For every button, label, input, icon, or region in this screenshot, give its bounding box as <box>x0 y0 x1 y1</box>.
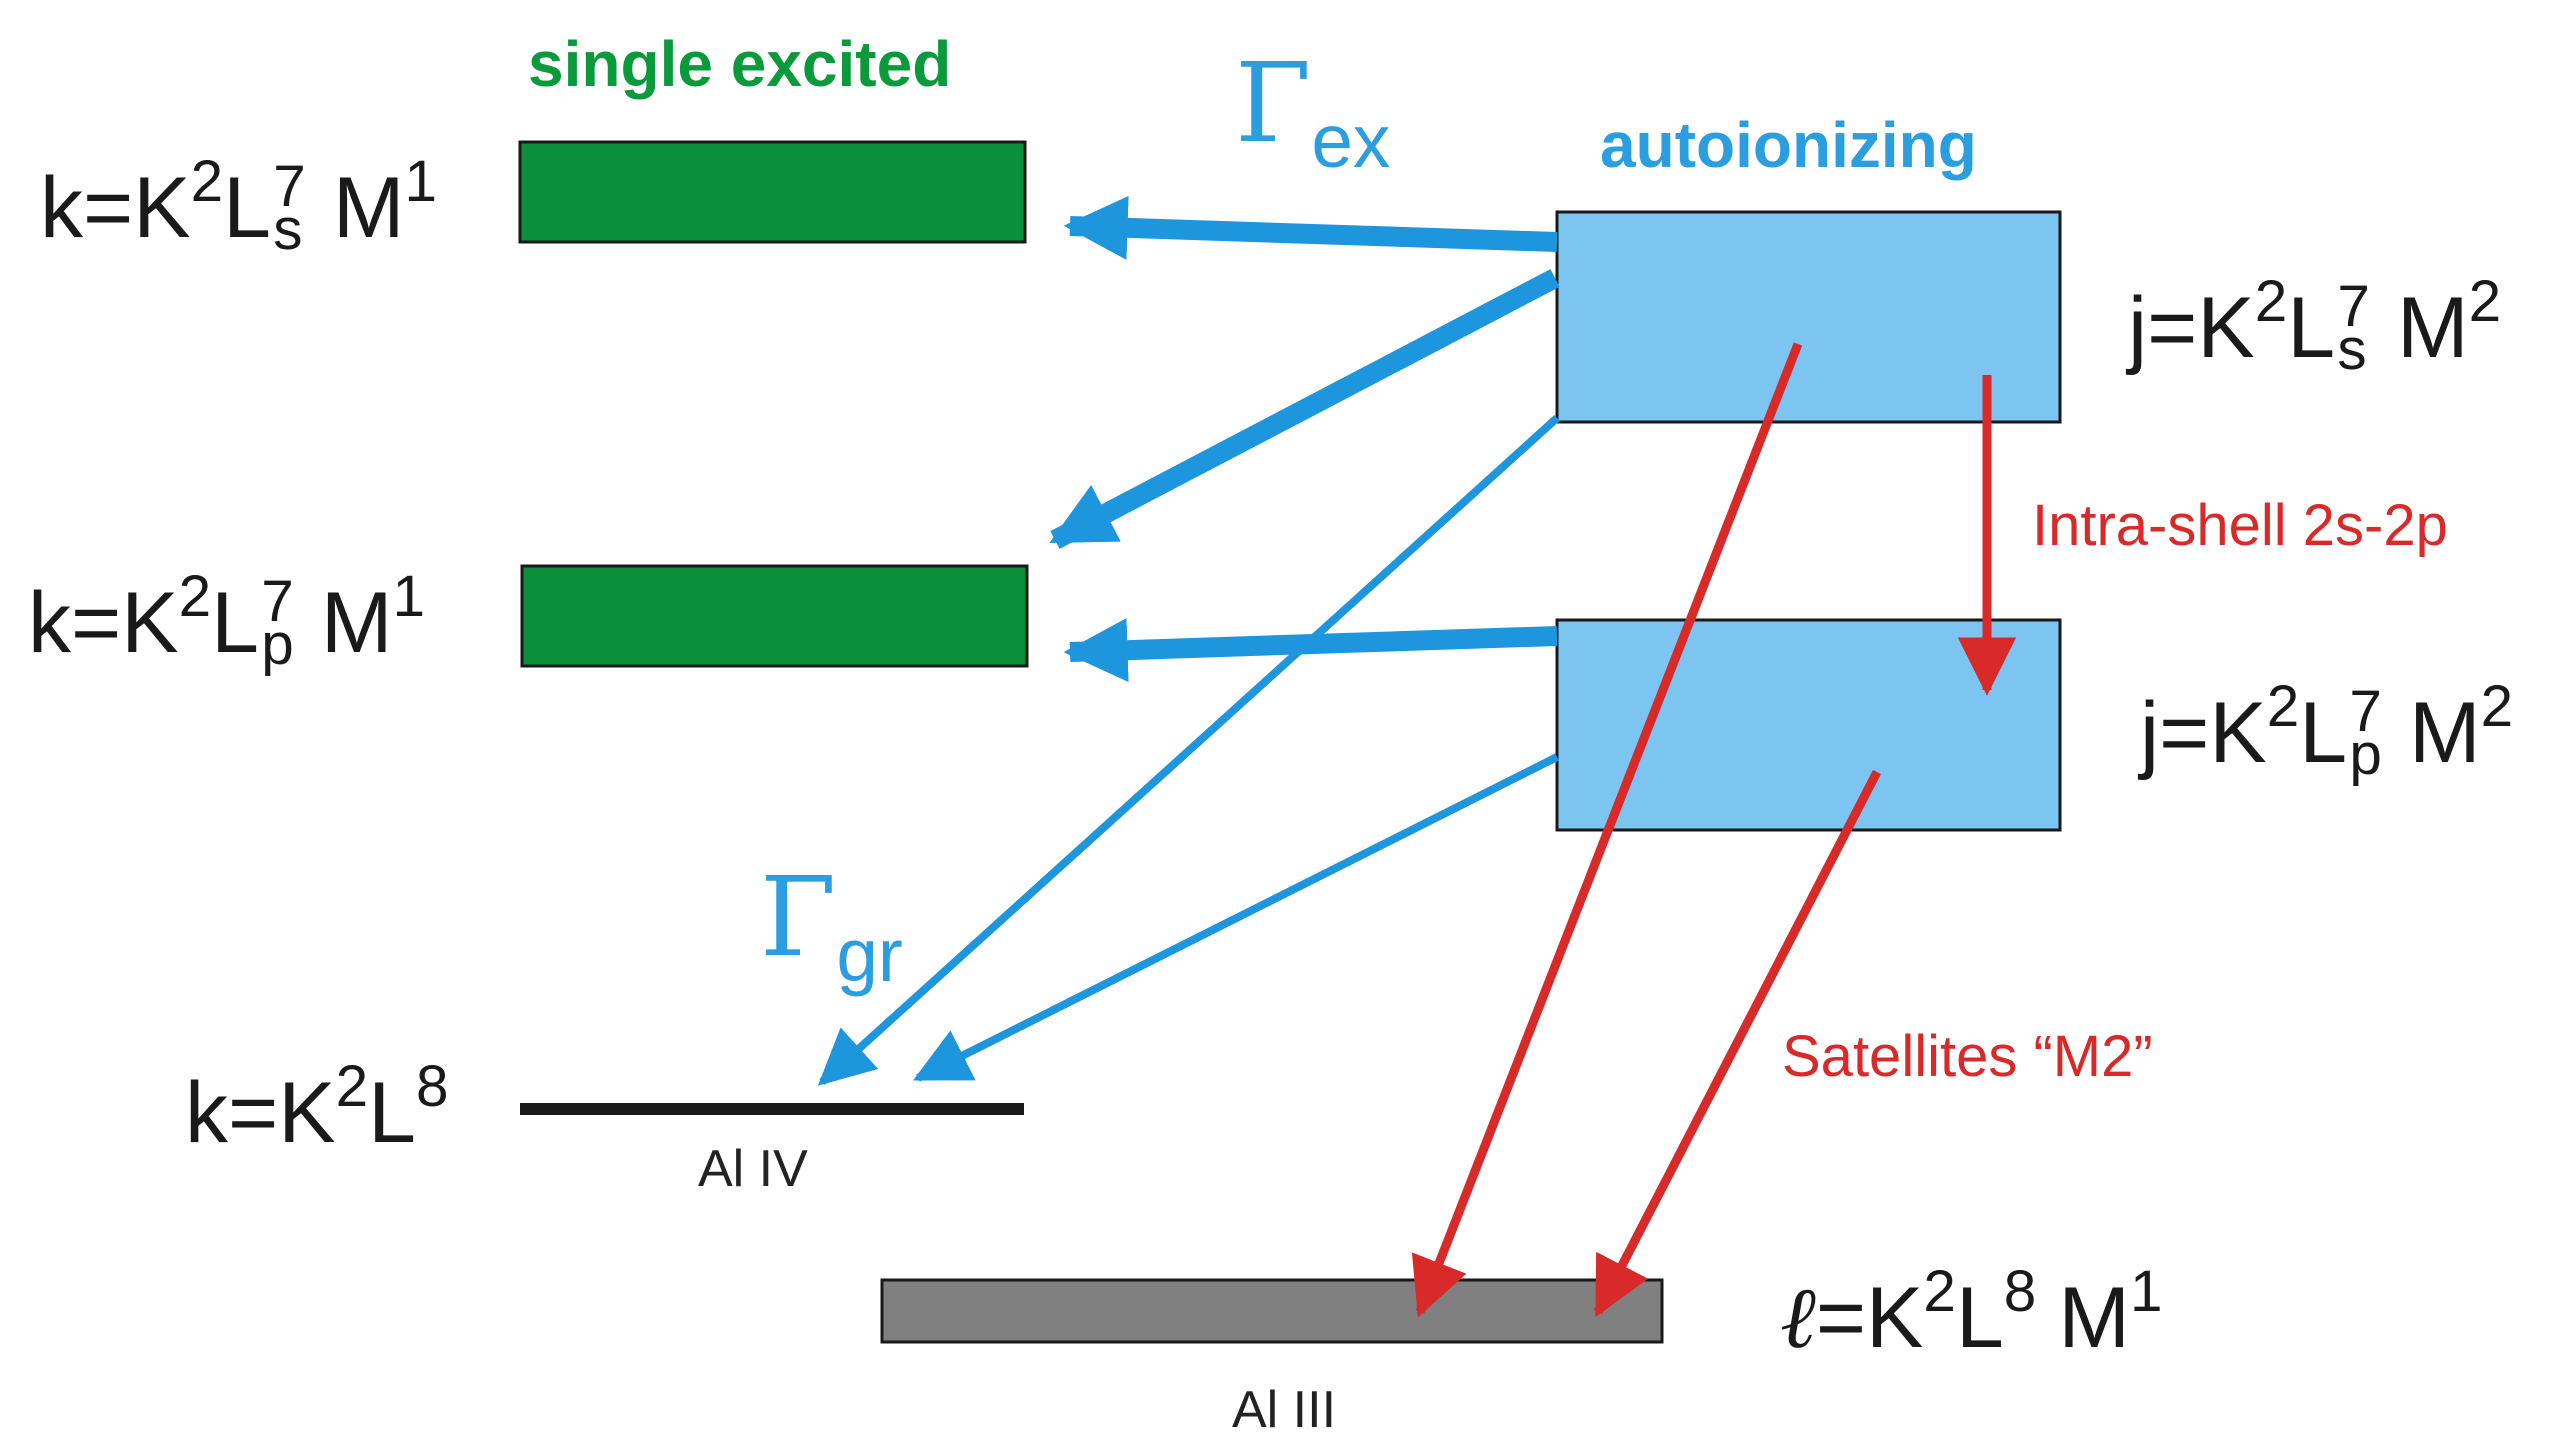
satellite-arrow-from-js <box>1411 342 1803 1318</box>
decay-arrow-js-to-ground <box>817 415 1560 1086</box>
gamma-ex-subscript: ex <box>1311 99 1391 184</box>
gamma-ex-symbol: Γ <box>1235 39 1312 167</box>
single-excited-s-level <box>518 140 1027 244</box>
satellite-arrow-from-jp <box>1594 769 1881 1318</box>
decay-arrow-js-to-kp <box>1049 269 1560 549</box>
level-label-k-ground: k=K2L8 <box>185 1053 449 1161</box>
gamma-gr-subscript: gr <box>836 913 903 998</box>
gamma-gr-label: Γgr <box>760 862 903 993</box>
gamma-ex-label: Γex <box>1235 48 1390 179</box>
single-excited-title: single excited <box>528 28 952 100</box>
ion-label-al-iv: Al IV <box>698 1140 808 1198</box>
intra-shell-label: Intra-shell 2s-2p <box>2032 493 2448 558</box>
decay-arrow-jp-to-kp <box>1063 618 1558 683</box>
decay-arrow-jp-to-ground <box>912 753 1559 1082</box>
ion-label-al-iii: Al III <box>1232 1381 1337 1439</box>
decay-arrow-js-to-ks <box>1063 195 1558 260</box>
satellites-label: Satellites “M2” <box>1782 1024 2153 1089</box>
gamma-gr-symbol: Γ <box>760 853 837 981</box>
next-ion-level <box>880 1278 1664 1344</box>
autoionizing-title: autoionizing <box>1600 109 1977 181</box>
single-excited-p-level <box>520 564 1029 668</box>
autoionizing-s-level <box>1555 210 2062 424</box>
